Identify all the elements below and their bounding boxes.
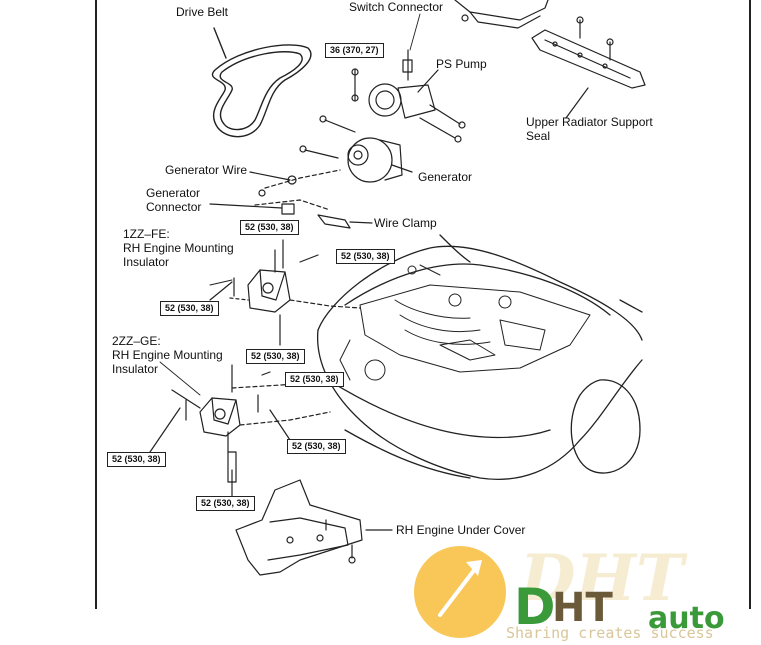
- section-1zz-label: 1ZZ–FE: RH Engine Mounting Insulator: [123, 227, 234, 269]
- upper-radiator-support-seal-label: Upper Radiator Support Seal: [526, 115, 653, 143]
- wire-clamp-label: Wire Clamp: [374, 216, 437, 230]
- ps-pump: [351, 49, 466, 143]
- watermark-slogan: Sharing creates success: [506, 624, 714, 642]
- generator-label: Generator: [418, 170, 473, 184]
- under-cover: [235, 479, 393, 576]
- generator-wire-label: Generator Wire: [165, 163, 248, 177]
- torque-1zz-right: 52 (530, 38): [336, 249, 395, 264]
- radiator-support-part: [454, 0, 549, 29]
- generator: [209, 115, 413, 229]
- switch-connector-label: Switch Connector: [349, 0, 444, 14]
- torque-2zz-bottom: 52 (530, 38): [196, 496, 255, 511]
- torque-2zz-left: 52 (530, 38): [107, 452, 166, 467]
- svg-text:DHT: DHT: [518, 541, 688, 616]
- mount-1zz: [209, 239, 361, 346]
- mount-2zz: [149, 364, 331, 498]
- watermark-logo: DHT: [414, 541, 688, 638]
- torque-2zz-right: 52 (530, 38): [287, 439, 346, 454]
- drive-belt-label: Drive Belt: [176, 5, 229, 19]
- car-body: [316, 234, 643, 480]
- watermark-ht: HT: [552, 585, 613, 631]
- engine-bay: [339, 264, 591, 381]
- watermark-brand: auto: [648, 601, 725, 636]
- torque-1zz-top: 52 (530, 38): [240, 220, 299, 235]
- torque-2zz-top: 52 (530, 38): [285, 372, 344, 387]
- generator-connector-label: Generator Connector: [146, 186, 202, 214]
- under-cover-label: RH Engine Under Cover: [396, 523, 526, 537]
- leader-lines: [159, 13, 421, 396]
- torque-1zz-left: 52 (530, 38): [160, 301, 219, 316]
- section-2zz-label: 2ZZ–GE: RH Engine Mounting Insulator: [112, 334, 223, 376]
- drive-belt: [211, 27, 312, 138]
- watermark-d: D: [514, 578, 556, 636]
- upper-radiator-support-seal: [531, 16, 646, 119]
- torque-1zz-bottom: 52 (530, 38): [246, 349, 305, 364]
- page-frame: [95, 0, 751, 609]
- ps-pump-label: PS Pump: [436, 57, 487, 71]
- torque-ps-pump: 36 (370, 27): [325, 43, 384, 58]
